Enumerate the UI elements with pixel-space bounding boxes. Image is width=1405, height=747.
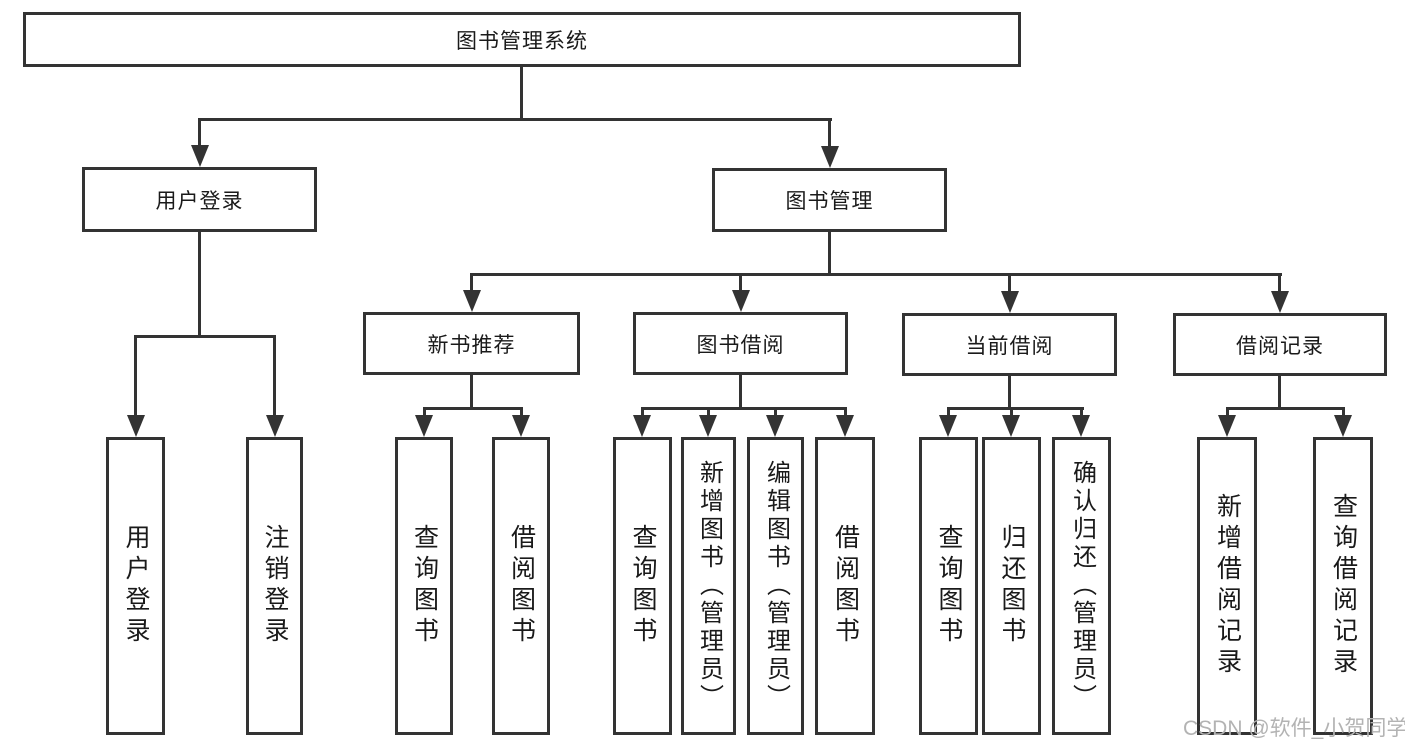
connector-line: [470, 273, 473, 290]
connector-line: [1008, 376, 1011, 409]
arrowhead-icon: [766, 415, 784, 437]
arrowhead-icon: [1002, 415, 1020, 437]
connector-line: [707, 407, 710, 415]
connector-line: [273, 335, 276, 415]
connector-line: [828, 118, 831, 146]
leaf-label: 查询图书: [629, 524, 657, 648]
leaf-label: 新增借阅记录: [1213, 493, 1242, 679]
node-new-book-recommend: 新书推荐: [363, 312, 580, 375]
leaf-nbr-borrow-books: 借阅图书: [492, 437, 550, 735]
node-label: 图书借阅: [696, 333, 785, 357]
connector-line: [739, 273, 742, 290]
arrowhead-icon: [836, 415, 854, 437]
arrowhead-icon: [415, 415, 433, 437]
connector-line: [1008, 273, 1011, 291]
arrowhead-icon: [1072, 415, 1090, 437]
leaf-bb-edit-books-admin: 编辑图书（管理员）: [747, 437, 804, 735]
leaf-label: 查询图书: [935, 524, 963, 648]
leaf-br-query-record: 查询借阅记录: [1313, 437, 1373, 735]
leaf-bb-query-books: 查询图书: [613, 437, 672, 735]
connector-line: [470, 375, 473, 409]
leaf-label: 新增图书（管理员）: [695, 460, 723, 712]
node-user-login-group: 用户登录: [82, 167, 317, 232]
leaf-label: 归还图书: [998, 524, 1026, 648]
node-book-management: 图书管理: [712, 168, 947, 232]
arrowhead-icon: [633, 415, 651, 437]
connector-line: [828, 232, 831, 275]
watermark: CSDN @软件_小贺同学: [1183, 717, 1405, 740]
leaf-label: 用户登录: [122, 524, 150, 648]
arrowhead-icon: [821, 146, 839, 168]
connector-line: [520, 407, 523, 415]
connector-line: [774, 407, 777, 415]
connector-line: [641, 407, 644, 415]
connector-line: [1278, 376, 1281, 409]
connector-line: [844, 407, 847, 415]
node-root: 图书管理系统: [23, 12, 1021, 67]
connector-line: [1080, 407, 1083, 415]
connector-line: [520, 67, 523, 118]
connector-line: [1226, 407, 1345, 410]
arrowhead-icon: [463, 290, 481, 312]
connector-line: [1226, 407, 1229, 415]
connector-line: [198, 232, 201, 338]
leaf-nbr-query-books: 查询图书: [395, 437, 453, 735]
leaf-label: 编辑图书（管理员）: [762, 460, 790, 712]
connector-line: [470, 273, 1282, 276]
connector-line: [134, 335, 137, 415]
leaf-label: 借阅图书: [831, 524, 860, 648]
node-root-label: 图书管理系统: [456, 29, 588, 53]
connector-line: [739, 375, 742, 409]
connector-line: [423, 407, 523, 410]
node-label: 借阅记录: [1236, 334, 1324, 358]
leaf-logout: 注销登录: [246, 437, 303, 735]
connector-line: [641, 407, 847, 410]
leaf-label: 查询借阅记录: [1329, 493, 1358, 679]
leaf-label: 确认归还（管理员）: [1068, 460, 1096, 712]
arrowhead-icon: [191, 145, 209, 167]
connector-line: [134, 335, 276, 338]
connector-line: [1278, 273, 1281, 291]
arrowhead-icon: [939, 415, 957, 437]
connector-line: [1342, 407, 1345, 415]
arrowhead-icon: [127, 415, 145, 437]
arrowhead-icon: [1334, 415, 1352, 437]
connector-line: [198, 118, 832, 121]
arrowhead-icon: [512, 415, 530, 437]
node-label: 当前借阅: [965, 334, 1054, 358]
connector-line: [1010, 407, 1013, 415]
leaf-label: 查询图书: [410, 524, 439, 648]
node-label: 图书管理: [785, 190, 874, 213]
leaf-bb-borrow-books: 借阅图书: [815, 437, 875, 735]
leaf-cb-confirm-return-admin: 确认归还（管理员）: [1052, 437, 1111, 735]
connector-line: [947, 407, 950, 415]
leaf-cb-query-books: 查询图书: [919, 437, 978, 735]
node-book-borrowing: 图书借阅: [633, 312, 848, 375]
arrowhead-icon: [1001, 291, 1019, 313]
connector-line: [423, 407, 426, 415]
arrowhead-icon: [266, 415, 284, 437]
node-label: 用户登录: [155, 189, 244, 213]
leaf-label: 借阅图书: [507, 524, 536, 648]
leaf-br-add-record: 新增借阅记录: [1197, 437, 1257, 735]
leaf-user-login: 用户登录: [106, 437, 165, 735]
leaf-cb-return-books: 归还图书: [982, 437, 1041, 735]
arrowhead-icon: [1218, 415, 1236, 437]
node-current-borrowing: 当前借阅: [902, 313, 1117, 376]
arrowhead-icon: [732, 290, 750, 312]
connector-line: [947, 407, 1084, 410]
node-label: 新书推荐: [427, 333, 516, 357]
node-borrow-records: 借阅记录: [1173, 313, 1387, 376]
leaf-bb-add-books-admin: 新增图书（管理员）: [681, 437, 736, 735]
arrowhead-icon: [699, 415, 717, 437]
connector-line: [198, 118, 201, 145]
leaf-label: 注销登录: [261, 524, 289, 648]
arrowhead-icon: [1271, 291, 1289, 313]
